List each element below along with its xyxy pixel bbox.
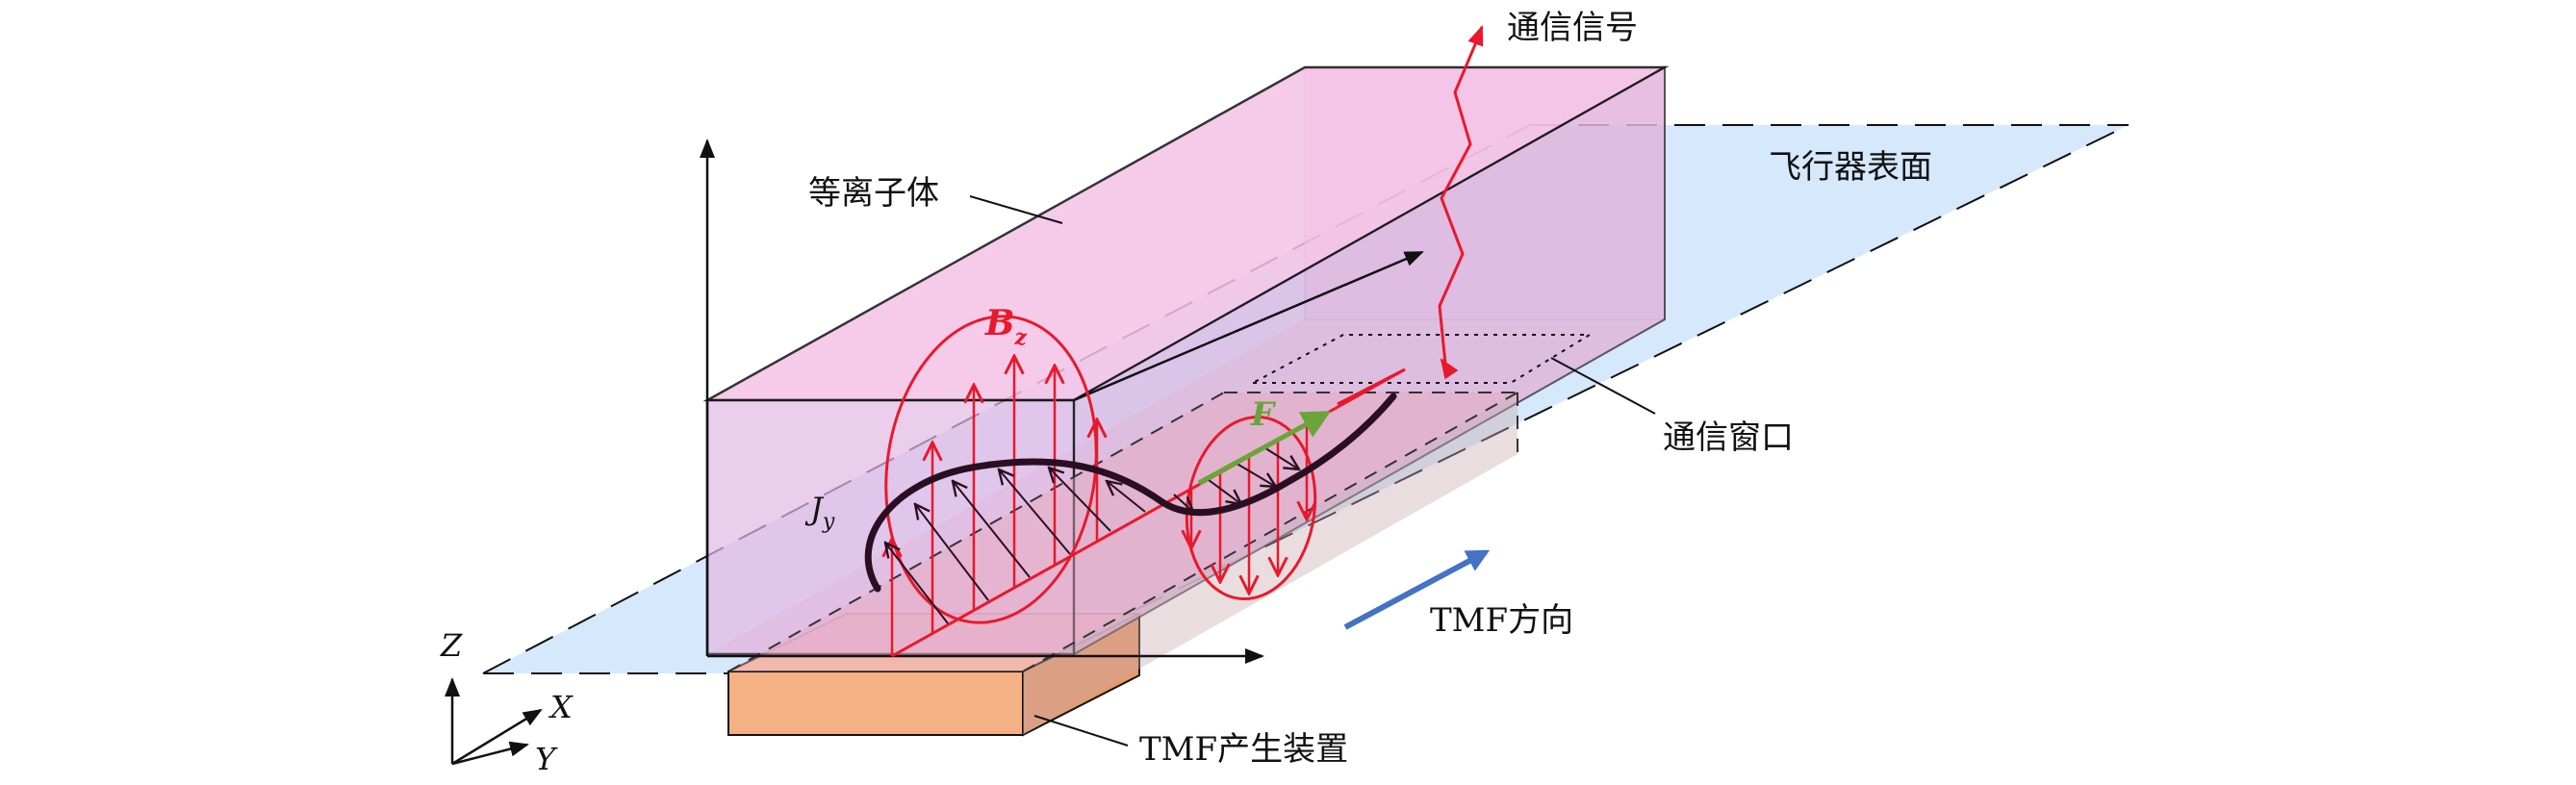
tmf-device-front bbox=[727, 671, 1024, 736]
label-comm-signal: 通信信号 bbox=[1507, 9, 1638, 47]
label-bz-sub: z bbox=[1013, 325, 1027, 350]
label-bz-main: B bbox=[984, 303, 1014, 343]
main-x-axis bbox=[1073, 250, 1424, 402]
leader-window bbox=[1550, 357, 1656, 415]
label-jy: Jy bbox=[804, 491, 835, 534]
label-jy-sub: y bbox=[822, 510, 835, 534]
label-aircraft-surface: 飞行器表面 bbox=[1769, 148, 1932, 187]
tmf-direction-arrow bbox=[1343, 549, 1491, 630]
leader-device bbox=[1033, 715, 1129, 747]
label-jy-main: J bbox=[804, 491, 825, 527]
label-tmf-direction: TMF方向 bbox=[1430, 601, 1573, 640]
comm-signal-path bbox=[1438, 25, 1484, 365]
bz-baseline-extension bbox=[1337, 367, 1406, 406]
label-force: F bbox=[1250, 395, 1277, 434]
ref-y-axis bbox=[451, 741, 529, 766]
leader-plasma bbox=[969, 195, 1063, 224]
label-tmf-device: TMF产生装置 bbox=[1139, 730, 1348, 769]
label-axis-x: X bbox=[548, 689, 574, 725]
label-bz: Bz bbox=[984, 303, 1027, 350]
force-arrow bbox=[1197, 411, 1332, 486]
ref-x-axis bbox=[451, 708, 543, 766]
label-plasma: 等离子体 bbox=[808, 174, 939, 213]
label-axis-z: Z bbox=[440, 627, 463, 664]
label-axis-y: Y bbox=[535, 741, 558, 777]
tmf-strip-edge-left bbox=[727, 392, 1225, 672]
jy-current-curve bbox=[864, 392, 1397, 593]
label-comm-window: 通信窗口 bbox=[1663, 418, 1794, 457]
comm-signal-tail bbox=[1440, 358, 1459, 380]
tmf-strip-edge-right bbox=[1022, 392, 1518, 672]
bz-envelope-lobe-1 bbox=[884, 315, 1098, 624]
jy-current-arrows bbox=[885, 445, 1299, 624]
